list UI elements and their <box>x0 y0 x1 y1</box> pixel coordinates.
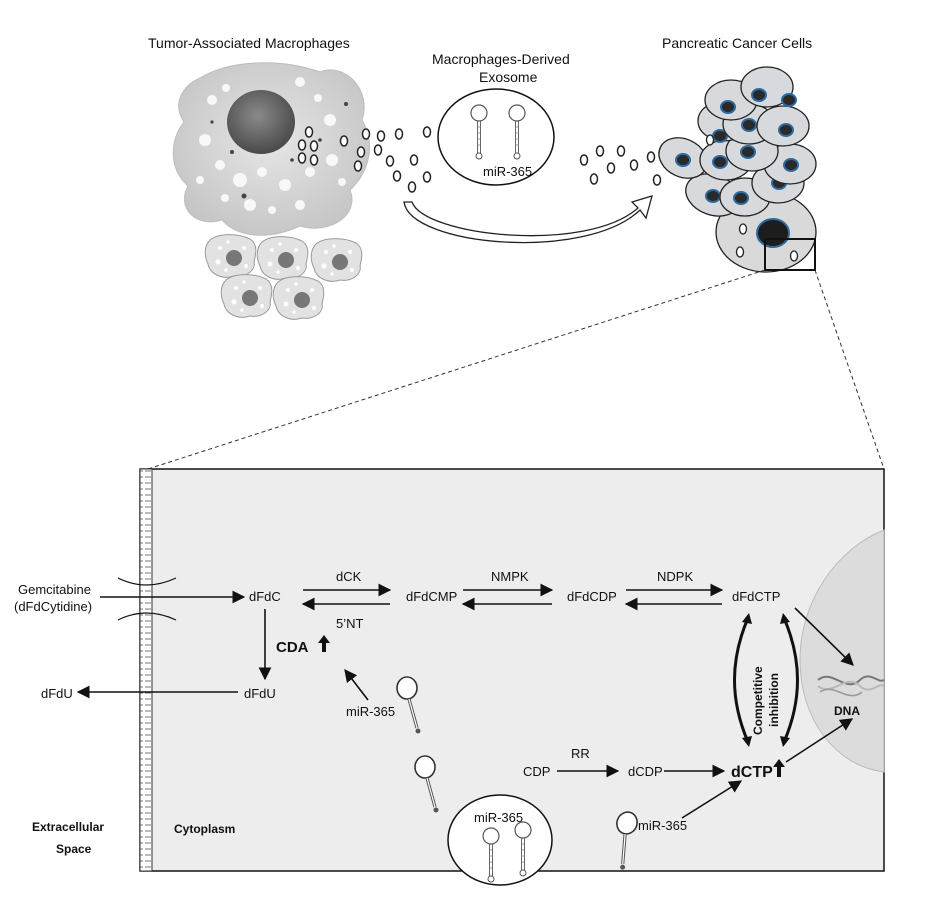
extracellular-label-line1: Extracellular <box>32 820 104 834</box>
tumor-associated-macrophage <box>172 62 370 236</box>
dna-helix-icon <box>817 675 885 697</box>
cdp-label: CDP <box>523 764 550 779</box>
pathway-arrows <box>76 583 854 819</box>
dfdcmp-label: dFdCMP <box>406 589 457 604</box>
dfdc-label: dFdC <box>249 589 281 604</box>
exosome-title-line1: Macrophages-Derived <box>432 51 570 67</box>
dfdu-outer-label: dFdU <box>41 686 73 701</box>
cytoplasm-exosome: miR-365 <box>447 794 553 886</box>
exosome-title-line2: Exosome <box>479 69 538 85</box>
dcdp-label: dCDP <box>628 764 663 779</box>
competitive-label-line1: Competitive <box>751 666 765 735</box>
ndpk-label: NDPK <box>657 569 693 584</box>
cytoplasm-label: Cytoplasm <box>174 822 235 836</box>
zoom-box <box>764 238 816 271</box>
nmpk-label: NMPK <box>491 569 529 584</box>
mir365-left-label: miR-365 <box>346 704 395 719</box>
dna-label: DNA <box>834 704 860 718</box>
exosome-vesicles-right <box>579 143 671 186</box>
transfer-arrow <box>403 195 653 244</box>
gemcitabine-label-line1: Gemcitabine <box>18 582 91 597</box>
pancreatic-cancer-cells <box>658 66 817 273</box>
exosome-vesicles-left <box>297 126 432 193</box>
transporter <box>117 577 177 621</box>
competitive-label-line2: inhibition <box>767 673 781 727</box>
dfdu-inner-label: dFdU <box>244 686 276 701</box>
exosome-mirna-label: miR-365 <box>483 164 532 179</box>
tam-title: Tumor-Associated Macrophages <box>148 35 350 51</box>
dck-label: dCK <box>336 569 362 584</box>
dctp-label: dCTP <box>731 764 773 781</box>
competitive-inhibition: Competitive inhibition <box>733 613 799 747</box>
five-nt-label: 5’NT <box>336 616 364 631</box>
dfdcdp-label: dFdCDP <box>567 589 617 604</box>
gemcitabine-label-line2: (dFdCytidine) <box>14 599 92 614</box>
small-macrophage-cluster <box>204 234 363 320</box>
rr-label: RR <box>571 746 590 761</box>
dfdctp-label: dFdCTP <box>732 589 780 604</box>
extracellular-label-line2: Space <box>56 842 92 856</box>
dctp-increase-arrow <box>773 759 785 777</box>
cda-label: CDA <box>276 639 309 656</box>
macrophage-exosome: miR-365 <box>437 88 555 186</box>
cancer-cells-title: Pancreatic Cancer Cells <box>662 35 812 51</box>
mir365-right-label: miR-365 <box>638 818 687 833</box>
cytoplasm-exosome-mirna-label: miR-365 <box>474 810 523 825</box>
cda-increase-arrow <box>318 635 330 652</box>
